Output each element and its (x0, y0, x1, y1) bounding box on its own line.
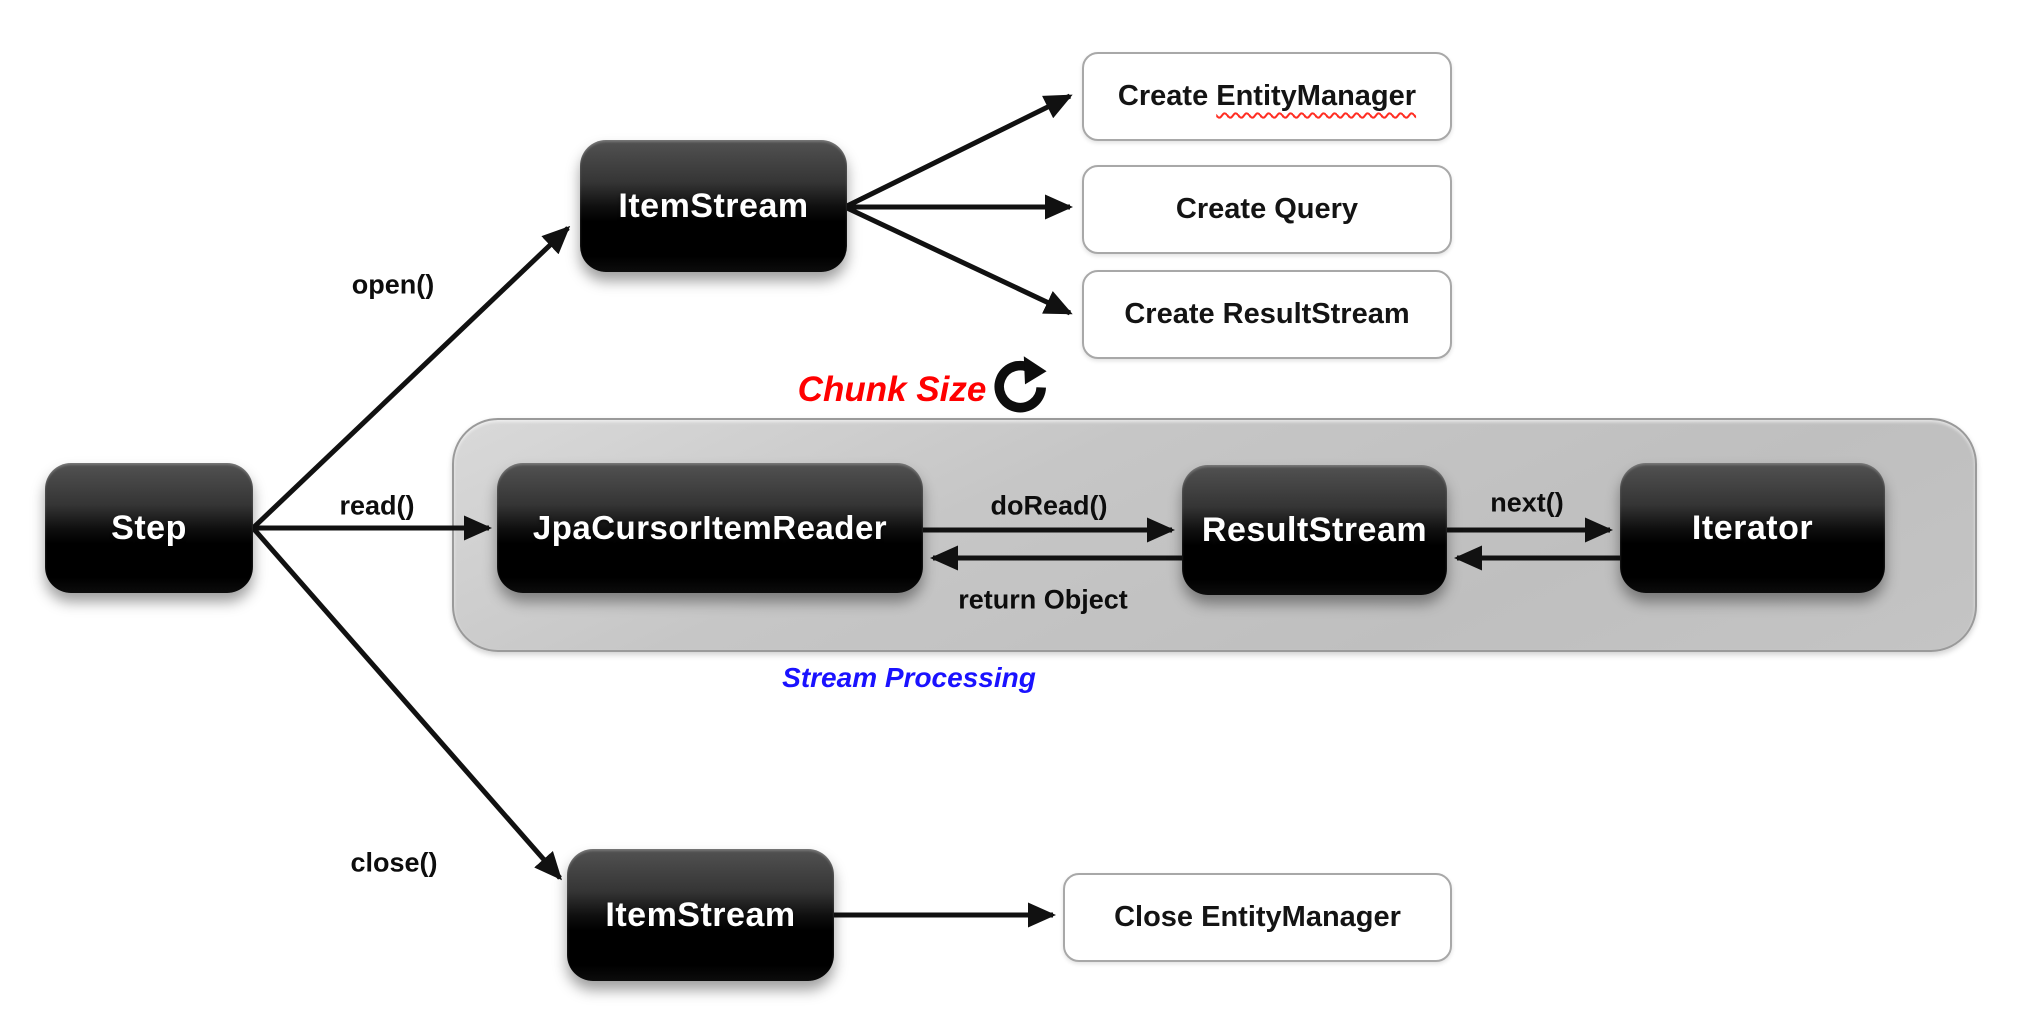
node-close-entitymanager: Close EntityManager (1063, 873, 1452, 962)
node-jpacursoritemreader-label: JpaCursorItemReader (532, 509, 888, 546)
arrow-create-entitymanager (845, 93, 1073, 209)
edge-label-return-object: return Object (958, 584, 1128, 615)
node-step: Step (45, 463, 253, 593)
node-create-resultstream-label: Create ResultStream (1124, 298, 1410, 330)
node-itemstream-open-label: ItemStream (618, 186, 809, 225)
node-iterator-label: Iterator (1691, 508, 1814, 547)
arrow-create-resultstream (845, 205, 1073, 316)
node-jpacursoritemreader: JpaCursorItemReader (497, 463, 923, 593)
node-create-entitymanager: Create EntityManager (1082, 52, 1452, 141)
node-resultstream: ResultStream (1182, 465, 1447, 595)
node-create-query-label: Create Query (1175, 193, 1359, 225)
node-itemstream-close: ItemStream (567, 849, 834, 981)
node-close-entitymanager-label: Close EntityManager (1114, 901, 1401, 933)
node-create-query: Create Query (1082, 165, 1452, 254)
edge-label-open: open() (351, 269, 435, 300)
chunk-size-annotation: Chunk Size (797, 370, 987, 409)
stream-processing-annotation: Stream Processing (782, 662, 1036, 693)
node-step-label: Step (111, 508, 187, 547)
node-itemstream-close-label: ItemStream (605, 895, 796, 934)
node-iterator: Iterator (1620, 463, 1885, 593)
spellcheck-underline-text: EntityManager (1216, 80, 1417, 112)
refresh-icon (994, 356, 1047, 413)
node-create-entitymanager-label: Create EntityManager (1117, 80, 1417, 112)
node-create-resultstream: Create ResultStream (1082, 270, 1452, 359)
edge-label-next: next() (1490, 487, 1564, 518)
edge-label-doread: doRead() (990, 490, 1108, 521)
edge-label-read: read() (339, 490, 415, 521)
node-resultstream-label: ResultStream (1201, 510, 1428, 549)
edge-label-close: close() (350, 847, 438, 878)
node-itemstream-open: ItemStream (580, 140, 847, 272)
